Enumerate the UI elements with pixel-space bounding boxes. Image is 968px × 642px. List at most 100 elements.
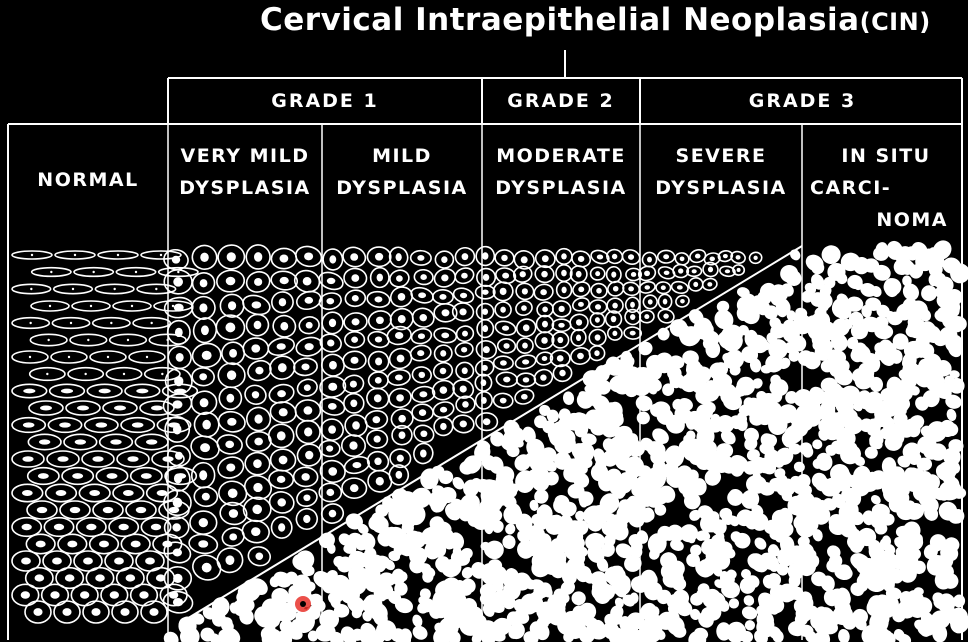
dysplastic-cell-nucleus: [397, 315, 406, 324]
neoplastic-cell: [452, 476, 465, 490]
dysplastic-cell-nucleus: [226, 370, 237, 381]
neoplastic-cell: [816, 292, 833, 309]
dysplastic-cell-nucleus: [540, 374, 547, 381]
dysplastic-cell: [625, 267, 643, 282]
neoplastic-cell: [338, 533, 352, 546]
neoplastic-cell: [503, 505, 523, 525]
neoplastic-cell: [821, 480, 840, 497]
dysplastic-cell-nucleus: [276, 343, 286, 350]
normal-cell: [91, 316, 131, 330]
neoplastic-cell: [604, 468, 622, 486]
dysplastic-cell-nucleus: [199, 279, 208, 288]
dysplastic-cell: [533, 368, 554, 387]
column-in-situ-line2: CARCI-: [810, 177, 892, 199]
dysplastic-cell-nucleus: [680, 298, 685, 304]
dysplastic-cell: [534, 265, 555, 284]
neoplastic-cell: [624, 456, 645, 478]
dysplastic-cell-nucleus: [662, 298, 668, 305]
normal-cell: [140, 516, 172, 538]
dysplastic-cell-nucleus: [541, 270, 548, 278]
dysplastic-cell: [492, 355, 514, 371]
neoplastic-cell: [811, 261, 825, 275]
dysplastic-cell-nucleus: [542, 306, 548, 313]
neoplastic-cell: [640, 602, 657, 621]
dysplastic-cell: [340, 434, 367, 458]
dysplastic-cell-nucleus: [482, 308, 489, 315]
normal-cell-nucleus: [69, 506, 81, 514]
neoplastic-cell: [523, 540, 540, 556]
dysplastic-cell-nucleus: [611, 271, 617, 278]
dysplastic-cell: [270, 270, 299, 291]
dysplastic-cell: [719, 265, 736, 278]
dysplastic-cell-nucleus: [226, 393, 235, 403]
dysplastic-cell-nucleus: [482, 346, 490, 354]
dysplastic-cell-nucleus: [350, 253, 359, 261]
dysplastic-cell: [551, 331, 570, 349]
dysplastic-cell: [318, 439, 341, 458]
normal-cell-nucleus: [37, 473, 49, 479]
dysplastic-cell-nucleus: [541, 255, 549, 263]
neoplastic-cell: [212, 612, 227, 627]
neoplastic-cell: [727, 631, 737, 642]
neoplastic-cell: [858, 362, 875, 381]
dysplastic-cell-nucleus: [647, 256, 652, 263]
dysplastic-cell: [475, 340, 498, 360]
dysplastic-cell-nucleus: [301, 473, 310, 481]
neoplastic-cell: [489, 544, 503, 559]
neoplastic-cell: [695, 530, 707, 541]
dysplastic-cell: [218, 480, 248, 507]
neoplastic-cell: [587, 545, 605, 563]
normal-cell: [115, 266, 157, 278]
neoplastic-cell: [911, 242, 928, 259]
dysplastic-cell-nucleus: [559, 369, 566, 377]
neoplastic-cell: [239, 589, 251, 599]
neoplastic-cell: [938, 489, 950, 501]
column-severe-line1: SEVERE: [675, 145, 767, 167]
normal-cell: [73, 266, 115, 278]
dysplastic-cell: [164, 415, 191, 443]
neoplastic-cell: [554, 495, 570, 509]
dysplastic-cell: [244, 384, 267, 405]
neoplastic-cell: [554, 434, 576, 455]
normal-cell-nucleus: [21, 489, 33, 497]
dysplastic-cell-nucleus: [171, 255, 181, 264]
neoplastic-cell: [865, 391, 883, 409]
normal-cell: [48, 383, 86, 399]
neoplastic-cell: [396, 537, 415, 557]
normal-cell-nucleus: [177, 270, 180, 274]
neoplastic-cell: [260, 626, 277, 642]
dysplastic-cell-nucleus: [326, 297, 335, 305]
dysplastic-cell-nucleus: [693, 281, 699, 288]
normal-cell-nucleus: [89, 304, 93, 308]
dysplastic-cell: [514, 388, 535, 405]
neoplastic-cell: [754, 537, 767, 550]
dysplastic-cell-nucleus: [594, 334, 601, 341]
neoplastic-cell: [942, 330, 956, 344]
neoplastic-cell: [345, 513, 363, 530]
dysplastic-cell-nucleus: [225, 276, 236, 286]
neoplastic-cell: [358, 532, 376, 551]
normal-cell-nucleus: [80, 591, 90, 599]
dysplastic-cell-nucleus: [227, 488, 238, 499]
dysplastic-cell-nucleus: [462, 330, 468, 337]
dysplastic-cell-nucleus: [578, 301, 584, 307]
column-moderate-label: MODERATE DYSPLASIA: [482, 140, 640, 204]
normal-cell: [42, 550, 72, 572]
neoplastic-cell: [254, 606, 272, 625]
dysplastic-cell-nucleus: [660, 285, 666, 290]
dysplastic-cell-nucleus: [644, 285, 651, 290]
neoplastic-cell: [295, 550, 315, 570]
dysplastic-cell: [642, 294, 658, 310]
neoplastic-cell: [601, 542, 615, 557]
neoplastic-cell: [819, 401, 836, 417]
dysplastic-cell: [162, 590, 194, 614]
dysplastic-cell: [217, 456, 245, 479]
neoplastic-cell: [643, 507, 655, 521]
neoplastic-cell: [431, 542, 447, 558]
dysplastic-cell-nucleus: [227, 301, 237, 311]
neoplastic-cell: [465, 606, 484, 626]
neoplastic-cell: [236, 596, 255, 613]
neoplastic-cell: [714, 553, 731, 570]
neoplastic-cell: [844, 442, 858, 457]
neoplastic-cell: [627, 618, 640, 629]
